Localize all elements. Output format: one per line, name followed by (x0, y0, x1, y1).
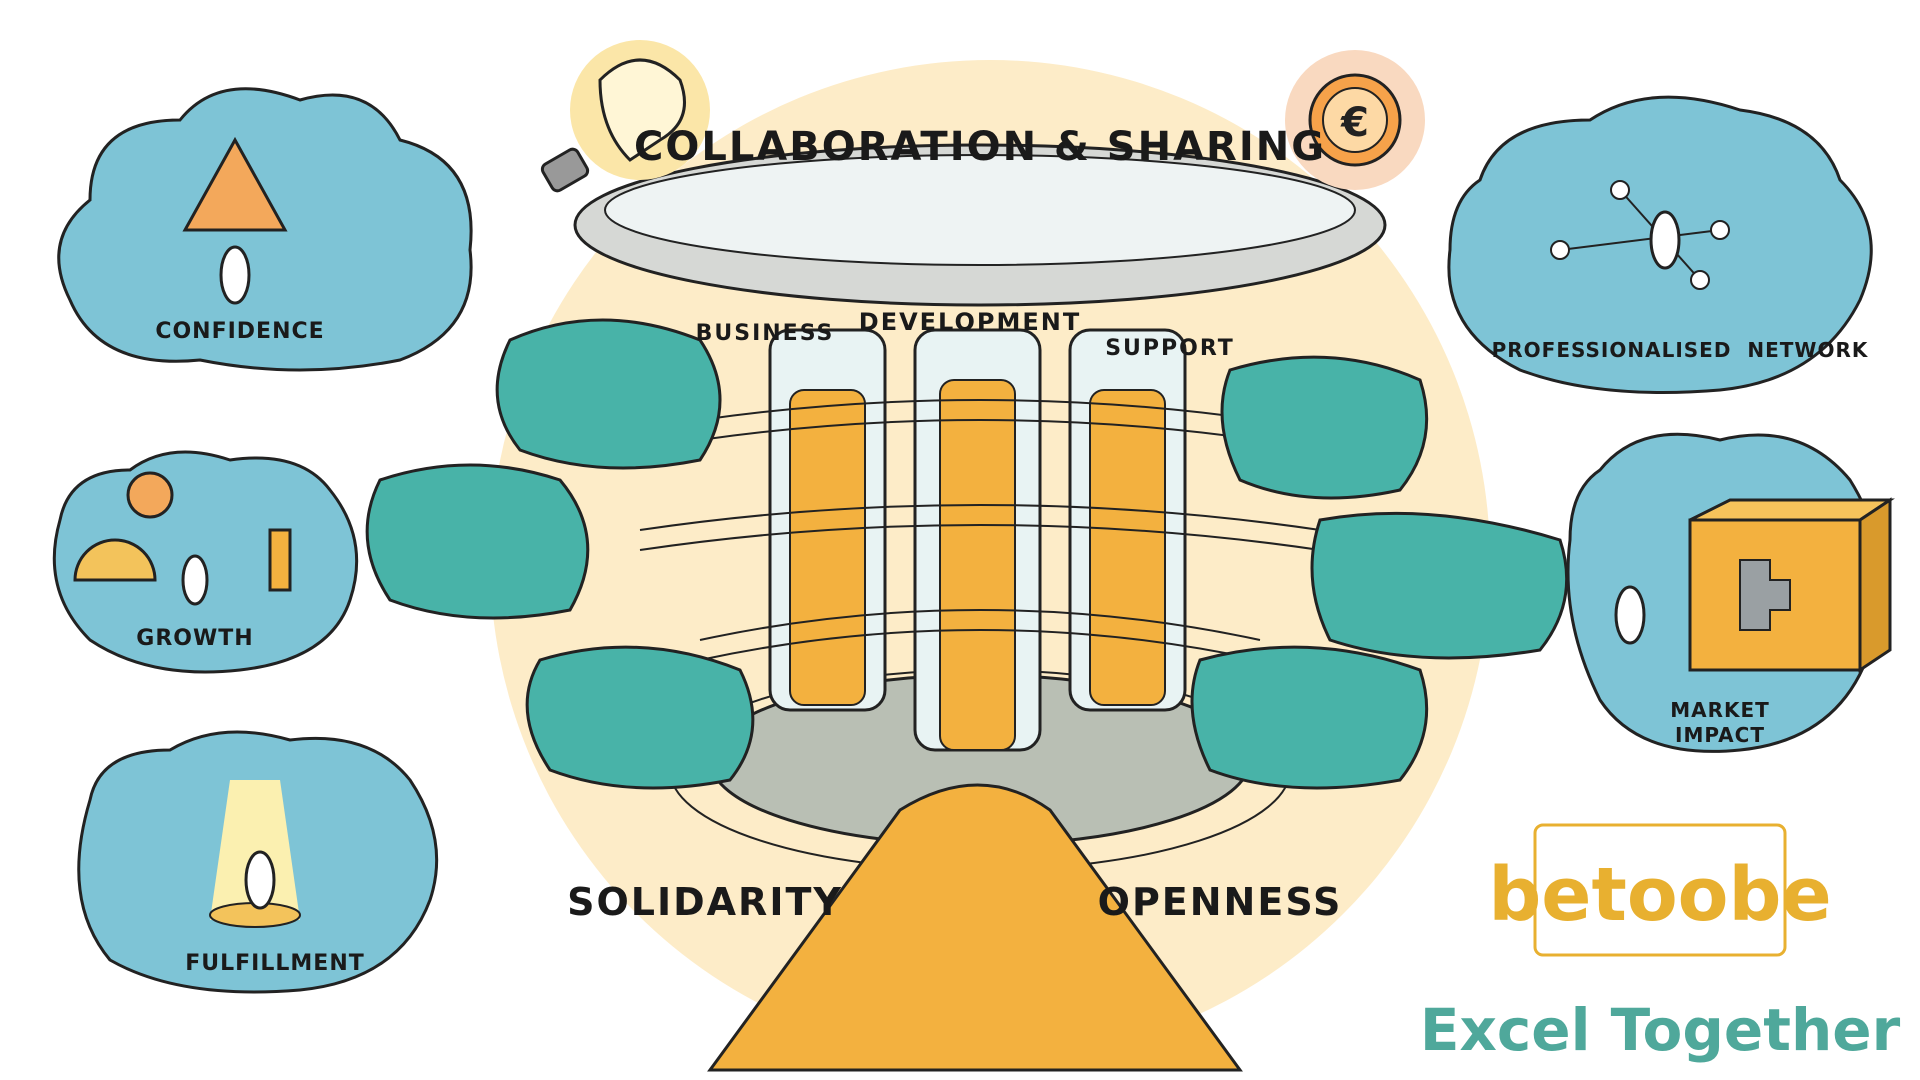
euro-coin-icon: € (1285, 50, 1425, 190)
bubble-presentation (365, 463, 590, 620)
bubble-megaphone (525, 645, 755, 790)
connecting-tubes (639, 399, 1321, 661)
label-openness: OPENNESS (1098, 880, 1343, 924)
spotlight-icon (209, 780, 301, 928)
gauge-icon (73, 471, 292, 606)
road-path (707, 783, 1243, 1072)
mountain-icon (182, 136, 288, 305)
brand-tagline: Excel Together (1420, 996, 1901, 1064)
label-professionalised-network: PROFESSIONALISED NETWORK (1492, 338, 1869, 362)
pillar-support (1068, 328, 1187, 712)
label-solidarity: SOLIDARITY (567, 880, 843, 924)
top-dish-inner (604, 154, 1356, 266)
pillar-development (913, 328, 1042, 752)
label-fulfillment: FULFILLMENT (185, 951, 365, 976)
bubble-justice (1190, 645, 1429, 790)
label-market: MARKET (1670, 698, 1770, 722)
label-support: SUPPORT (1105, 336, 1235, 361)
label-collaboration-sharing: COLLABORATION & SHARING (634, 124, 1326, 170)
label-confidence: CONFIDENCE (155, 319, 324, 344)
svg-text:€: € (1340, 100, 1369, 146)
label-impact: IMPACT (1675, 723, 1765, 747)
bubble-design (1310, 511, 1569, 660)
label-business: BUSINESS (696, 321, 835, 346)
lightbulb-icon (540, 40, 710, 193)
network-icon (1550, 180, 1730, 290)
bubble-laptop (1220, 355, 1429, 500)
label-development: DEVELOPMENT (859, 308, 1081, 336)
pillar-business (768, 328, 887, 712)
bubble-shopping (495, 318, 722, 470)
label-growth: GROWTH (136, 626, 253, 651)
logo-text: betoobe (1488, 852, 1831, 938)
brand-logo: betoobe (1488, 823, 1832, 957)
box-puzzle-icon (1614, 497, 1895, 673)
